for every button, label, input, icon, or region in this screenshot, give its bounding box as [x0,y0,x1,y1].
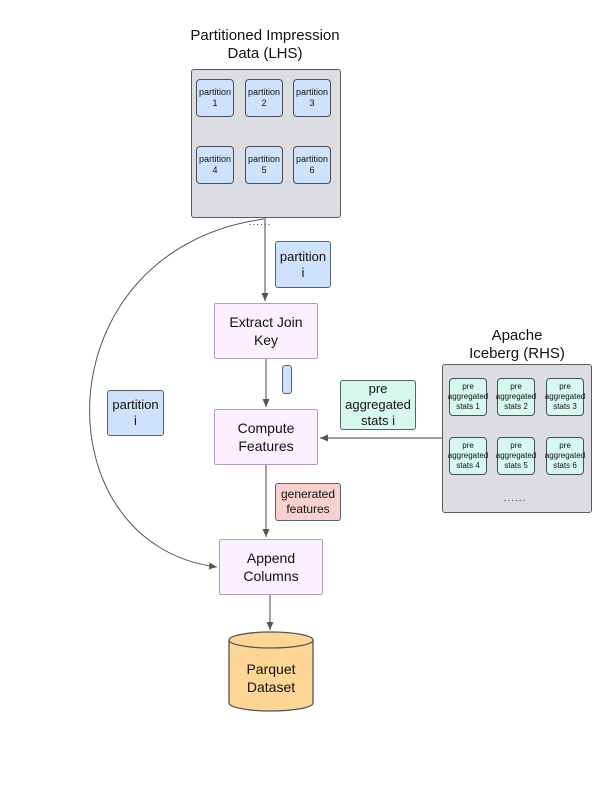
stat-line: aggregated [495,451,537,460]
stat-line: stats 2 [504,402,528,411]
partition-number: 4 [212,165,218,175]
stat-line: pre [462,441,474,450]
step-line: Key [253,332,279,348]
partition-label: partition [295,87,329,97]
lhs-partition-3: partition 3 [293,79,331,117]
stat-line: aggregated [544,392,586,401]
partition-number: 3 [309,98,315,108]
partition-number: 2 [261,98,267,108]
rhs-stats-5: pre aggregated stats 5 [495,437,537,475]
chip-line: i [134,413,137,428]
lhs-title-line2: Data (LHS) [227,45,303,62]
append-columns-step: Append Columns [219,539,323,595]
chip-line: generated [280,487,336,501]
generated-features-chip: generated features [275,483,341,521]
stat-line: aggregated [447,451,489,460]
lhs-ellipsis: ...... [248,217,272,228]
stat-line: pre [462,382,474,391]
compute-features-step: Compute Features [214,409,318,465]
partition-number: 1 [212,98,218,108]
stat-line: aggregated [495,392,537,401]
lhs-title-line1: Partitioned Impression [190,27,340,44]
rhs-stats-4: pre aggregated stats 4 [447,437,489,475]
step-line: Features [238,438,294,454]
lhs-partition-2: partition 2 [245,79,283,117]
chip-line: stats i [361,413,395,428]
rhs-ellipsis: ...... [503,493,527,504]
lhs-partition-4: partition 4 [196,146,234,184]
lhs-partition-6: partition 6 [293,146,331,184]
parquet-dataset: Parquet Dataset [229,652,313,704]
partition-i-chip-top: partition i [275,241,331,288]
rhs-stats-1: pre aggregated stats 1 [447,378,489,416]
stat-line: aggregated [544,451,586,460]
parquet-cylinder-shape [228,631,314,712]
rhs-stats-3: pre aggregated stats 3 [544,378,586,416]
chip-line: pre [368,381,388,396]
rhs-stats-6: pre aggregated stats 6 [544,437,586,475]
partition-i-chip-left: partition i [107,390,164,436]
stat-line: pre [510,441,522,450]
chip-line: partition [279,248,327,264]
edge-lhs-curve-to-append [89,218,265,570]
rhs-stats-2: pre aggregated stats 2 [495,378,537,416]
pre-aggregated-stats-i-chip: pre aggregated stats i [340,380,416,430]
rhs-title-line2: Iceberg (RHS) [469,345,565,362]
partition-label: partition [295,154,329,164]
dataset-line: Dataset [246,679,296,695]
rhs-title-line1: Apache [491,327,543,344]
partition-label: partition [198,154,232,164]
stat-line: pre [559,441,571,450]
join-key-chip [282,365,292,394]
step-line: Compute [237,420,295,436]
step-line: Columns [243,568,299,584]
partition-label: partition [247,87,281,97]
extract-join-key-step: Extract Join Key [214,303,318,359]
chip-line: partition [112,397,159,412]
partition-label: partition [198,87,232,97]
stat-line: stats 3 [553,402,577,411]
partition-label: partition [247,154,281,164]
lhs-title: Partitioned Impression Data (LHS) [165,27,365,63]
partition-number: 5 [261,165,267,175]
stat-line: stats 6 [553,461,577,470]
rhs-title: Apache Iceberg (RHS) [442,327,592,363]
stat-line: pre [559,382,571,391]
lhs-partition-5: partition 5 [245,146,283,184]
stat-line: aggregated [447,392,489,401]
step-line: Extract Join [229,314,303,330]
stat-line: pre [510,382,522,391]
step-line: Append [246,550,296,566]
partition-number: 6 [309,165,315,175]
chip-line: features [286,502,330,516]
chip-line: i [301,264,305,280]
stat-line: stats 5 [504,461,528,470]
stat-line: stats 1 [456,402,480,411]
lhs-partition-1: partition 1 [196,79,234,117]
dataset-line: Parquet [246,661,296,677]
stat-line: stats 4 [456,461,480,470]
chip-line: aggregated [345,397,411,412]
